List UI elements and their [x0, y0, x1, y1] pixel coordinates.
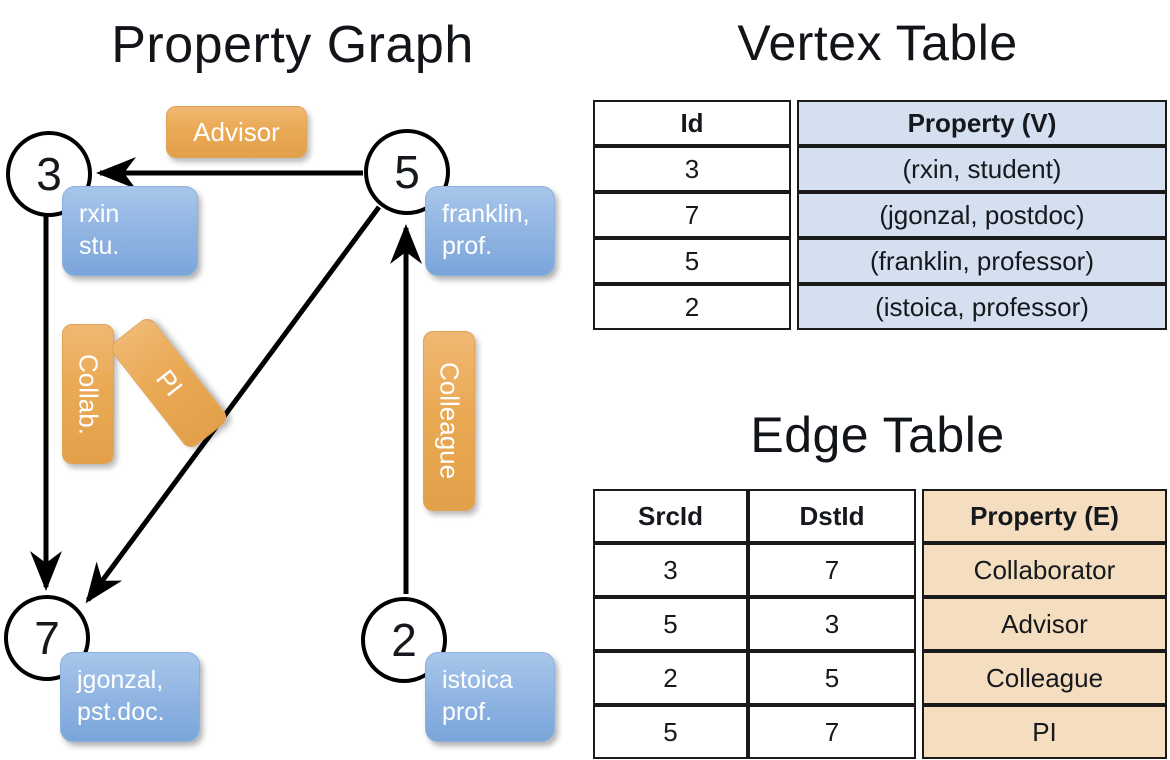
graph-node-5[interactable]: 5: [364, 129, 450, 215]
graph-node-2[interactable]: 2: [361, 597, 447, 683]
property-graph-diagram: 3 5 7 2 rxin stu. franklin, prof. jgonza…: [4, 106, 555, 742]
edge-row-3-property: PI: [922, 705, 1167, 759]
vertex-property-box-2-name: istoica: [442, 666, 513, 694]
vertex-property-box-7-name: jgonzal,: [77, 666, 164, 694]
edge-row-2-src: 2: [593, 651, 748, 705]
edge-table-header-property: Property (E): [922, 489, 1167, 543]
edge-label-advisor-text: Advisor: [193, 116, 280, 147]
vertex-row-1-id: 7: [593, 192, 791, 238]
vertex-row-0-property: (rxin, student): [797, 146, 1167, 192]
vertex-table: Id Property (V) 3 (rxin, student) 7 (jgo…: [593, 100, 1167, 330]
table-row[interactable]: 5 3 Advisor: [593, 597, 1167, 651]
edge-row-0-src: 3: [593, 543, 748, 597]
edge-row-1-src: 5: [593, 597, 748, 651]
edge-label-advisor[interactable]: Advisor: [166, 106, 307, 158]
table-row[interactable]: 3 (rxin, student): [593, 146, 1167, 192]
edge-table-header-srcid: SrcId: [593, 489, 748, 543]
edge-label-collab[interactable]: Collab.: [62, 324, 114, 464]
edge-row-2-property: Colleague: [922, 651, 1167, 705]
edge-5-to-7-pi: [85, 205, 382, 604]
table-row[interactable]: 7 (jgonzal, postdoc): [593, 192, 1167, 238]
vertex-row-0-id: 3: [593, 146, 791, 192]
vertex-property-box-2[interactable]: istoica prof.: [425, 652, 555, 742]
page-title-property-graph: Property Graph: [111, 16, 474, 74]
edge-row-0-dst: 7: [748, 543, 916, 597]
edge-row-1-property: Advisor: [922, 597, 1167, 651]
vertex-property-box-7-role: pst.doc.: [77, 698, 165, 726]
edge-row-2-dst: 5: [748, 651, 916, 705]
edge-row-0-property: Collaborator: [922, 543, 1167, 597]
edge-table-header-row: SrcId DstId Property (E): [593, 489, 1167, 543]
table-row[interactable]: 2 5 Colleague: [593, 651, 1167, 705]
vertex-table-header-row: Id Property (V): [593, 100, 1167, 146]
vertex-property-box-2-role: prof.: [442, 698, 493, 726]
vertex-property-box-5-role: prof.: [442, 232, 493, 260]
vertex-row-2-id: 5: [593, 238, 791, 284]
graph-node-7-label: 7: [34, 612, 60, 664]
page-title-vertex-table: Vertex Table: [737, 15, 1018, 71]
vertex-row-1-property: (jgonzal, postdoc): [797, 192, 1167, 238]
table-row[interactable]: 3 7 Collaborator: [593, 543, 1167, 597]
edge-table: SrcId DstId Property (E) 3 7 Collaborato…: [593, 489, 1167, 759]
vertex-row-3-property: (istoica, professor): [797, 284, 1167, 330]
edge-label-colleague[interactable]: Colleague: [423, 331, 475, 511]
edge-label-collab-text: Collab.: [73, 353, 104, 435]
edge-row-3-dst: 7: [748, 705, 916, 759]
vertex-property-box-3-role: stu.: [79, 232, 120, 260]
vertex-property-box-3-name: rxin: [79, 200, 120, 228]
table-row[interactable]: 5 (franklin, professor): [593, 238, 1167, 284]
graph-node-3-label: 3: [36, 148, 62, 200]
edge-label-colleague-text: Colleague: [434, 362, 465, 480]
vertex-property-box-7[interactable]: jgonzal, pst.doc.: [60, 652, 200, 742]
vertex-table-header-property: Property (V): [797, 100, 1167, 146]
vertex-property-box-5-name: franklin,: [442, 200, 530, 228]
table-row[interactable]: 5 7 PI: [593, 705, 1167, 759]
vertex-row-2-property: (franklin, professor): [797, 238, 1167, 284]
vertex-property-box-3[interactable]: rxin stu.: [62, 186, 198, 276]
edge-row-1-dst: 3: [748, 597, 916, 651]
vertex-row-3-id: 2: [593, 284, 791, 330]
edge-label-pi-text: PI: [150, 363, 189, 402]
vertex-table-header-id: Id: [593, 100, 791, 146]
edge-row-3-src: 5: [593, 705, 748, 759]
graph-edges-svg: [30, 157, 422, 604]
table-row[interactable]: 2 (istoica, professor): [593, 284, 1167, 330]
edge-table-header-dstid: DstId: [748, 489, 916, 543]
page-title-edge-table: Edge Table: [750, 407, 1005, 463]
vertex-property-box-5[interactable]: franklin, prof.: [425, 186, 555, 276]
graph-node-2-label: 2: [391, 614, 417, 666]
graph-node-5-label: 5: [394, 146, 420, 198]
